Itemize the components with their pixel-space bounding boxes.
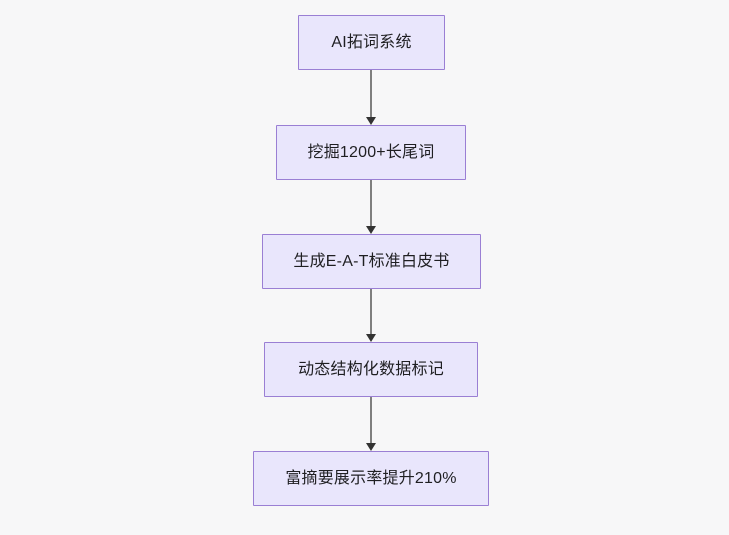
flowchart-edge-2: [370, 180, 372, 226]
flowchart-edge-3-arrowhead: [366, 334, 376, 342]
flowchart-node-3-label: 生成E-A-T标准白皮书: [293, 252, 450, 270]
flowchart-edge-2-arrowhead: [366, 226, 376, 234]
flowchart-edge-4-arrowhead: [366, 443, 376, 451]
flowchart-node-1[interactable]: AI拓词系统: [298, 15, 445, 70]
flowchart-edge-1: [370, 70, 372, 117]
flowchart-node-1-label: AI拓词系统: [331, 33, 412, 51]
flowchart-node-2[interactable]: 挖掘1200+长尾词: [276, 125, 466, 180]
flowchart-node-5-label: 富摘要展示率提升210%: [285, 469, 457, 487]
flowchart-node-4[interactable]: 动态结构化数据标记: [264, 342, 478, 397]
flowchart-node-3[interactable]: 生成E-A-T标准白皮书: [262, 234, 481, 289]
flowchart-edge-1-arrowhead: [366, 117, 376, 125]
flowchart-node-5[interactable]: 富摘要展示率提升210%: [253, 451, 489, 506]
flowchart-edge-4: [370, 397, 372, 443]
flowchart-node-2-label: 挖掘1200+长尾词: [307, 143, 435, 161]
flowchart-edge-3: [370, 289, 372, 334]
flowchart-node-4-label: 动态结构化数据标记: [298, 360, 444, 378]
